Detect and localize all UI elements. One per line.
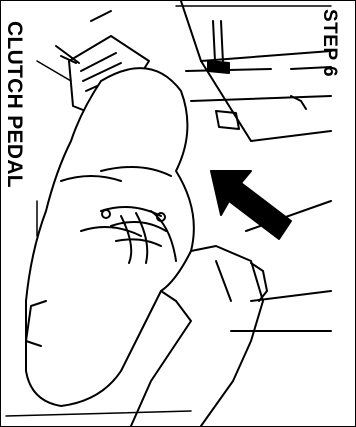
step-label: STEP 6 [320, 9, 339, 77]
pedal-bracket [186, 21, 331, 129]
floor-lines [6, 411, 191, 416]
clutch-pedal-label: CLUTCH PEDAL [4, 21, 25, 188]
